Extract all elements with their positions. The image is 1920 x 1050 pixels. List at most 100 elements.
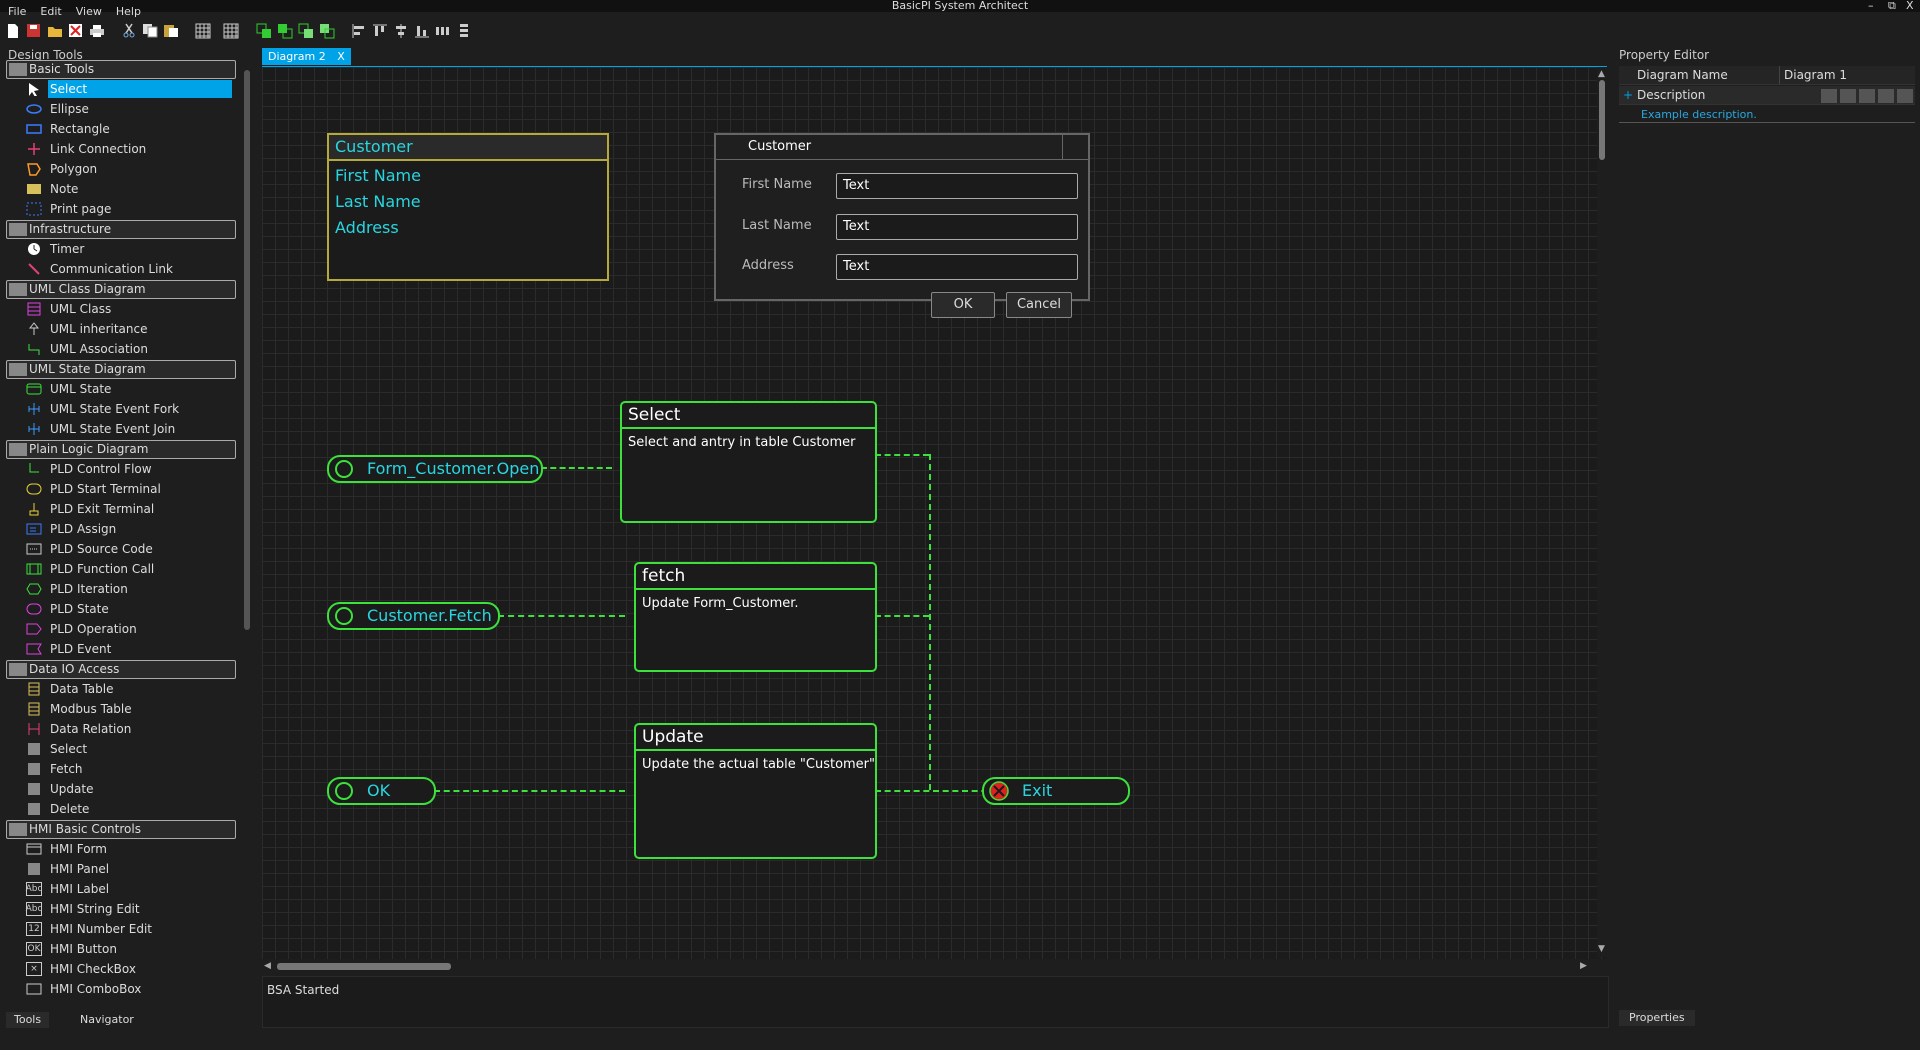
scroll-down-icon[interactable]: ▼ [1598,944,1605,954]
left-panel-scrollbar[interactable] [244,70,250,630]
event-customer-fetch[interactable]: Customer.Fetch [327,602,500,630]
align-top-icon[interactable] [371,22,388,39]
copy-icon[interactable] [141,22,158,39]
format-button-icon[interactable] [1859,89,1875,103]
tool-item[interactable]: Select [24,80,234,98]
new-file-icon[interactable] [4,22,21,39]
property-value[interactable]: Diagram 1 [1779,66,1847,84]
format-button-icon[interactable] [1840,89,1856,103]
group-toggle-icon[interactable] [9,363,27,376]
tool-item[interactable]: HMI Form [24,840,234,858]
canvas-vertical-scrollbar[interactable] [1597,67,1607,957]
tool-item[interactable]: Note [24,180,234,198]
form-cancel-button[interactable]: Cancel [1006,292,1072,318]
tool-group-header[interactable]: UML State Diagram [6,360,236,379]
form-ok-button[interactable]: OK [931,292,995,318]
tool-item[interactable]: HMI ComboBox [24,980,234,998]
tool-item[interactable]: PLD Function Call [24,560,234,578]
tool-item[interactable]: Delete [24,800,234,818]
tool-item[interactable]: UML State [24,380,234,398]
cut-icon[interactable] [120,22,137,39]
menu-view[interactable]: View [75,5,102,18]
tool-item[interactable]: Print page [24,200,234,218]
bring-front-icon[interactable] [255,22,272,39]
align-center-icon[interactable] [392,22,409,39]
group-toggle-icon[interactable] [9,443,27,456]
scroll-up-icon[interactable]: ▲ [1598,69,1605,79]
tool-item[interactable]: HMI Panel [24,860,234,878]
format-button-icon[interactable] [1821,89,1837,103]
tool-item[interactable]: PLD Iteration [24,580,234,598]
tool-item[interactable]: Fetch [24,760,234,778]
maximize-button[interactable]: ⧉ [1888,0,1896,12]
tool-item[interactable]: Select [24,740,234,758]
tab-diagram-2[interactable]: Diagram 2 X [262,48,351,65]
tool-group-header[interactable]: Data IO Access [6,660,236,679]
close-window-button[interactable]: X [1906,0,1914,12]
tool-item[interactable]: UML Association [24,340,234,358]
snap-grid-icon[interactable] [222,22,239,39]
tool-item[interactable]: Communication Link [24,260,234,278]
menu-file[interactable]: File [8,5,27,18]
tool-item[interactable]: PLD Operation [24,620,234,638]
tool-item[interactable]: Data Table [24,680,234,698]
group-toggle-icon[interactable] [9,283,27,296]
align-left-icon[interactable] [350,22,367,39]
close-tab-icon[interactable]: X [337,50,345,63]
customer-entity[interactable]: Customer First Name Last Name Address [327,133,609,281]
tool-item[interactable]: Link Connection [24,140,234,158]
tool-item[interactable]: UML State Event Fork [24,400,234,418]
diagram-canvas[interactable]: Customer First Name Last Name Address Cu… [262,67,1607,959]
scroll-right-icon[interactable]: ▶ [1580,961,1587,971]
distribute-vertical-icon[interactable] [455,22,472,39]
group-toggle-icon[interactable] [9,823,27,836]
close-file-icon[interactable] [67,22,84,39]
tab-properties[interactable]: Properties [1619,1010,1695,1026]
format-button-icon[interactable] [1878,89,1894,103]
tool-group-header[interactable]: UML Class Diagram [6,280,236,299]
tool-item[interactable]: Timer [24,240,234,258]
align-bottom-icon[interactable] [413,22,430,39]
exit-terminal[interactable]: Exit [982,777,1130,805]
save-icon[interactable] [25,22,42,39]
tool-item[interactable]: Rectangle [24,120,234,138]
menu-edit[interactable]: Edit [40,5,62,18]
tool-item[interactable]: PLD Control Flow [24,460,234,478]
tool-item[interactable]: PLD Exit Terminal [24,500,234,518]
backward-icon[interactable] [318,22,335,39]
paste-icon[interactable] [162,22,179,39]
tab-tools[interactable]: Tools [6,1012,50,1028]
state-update[interactable]: Update Update the actual table "Customer… [634,723,877,859]
canvas-horizontal-thumb[interactable] [277,963,451,970]
group-toggle-icon[interactable] [9,63,27,76]
property-row-description[interactable]: + Description [1619,86,1915,105]
state-fetch[interactable]: fetch Update Form_Customer. [634,562,877,672]
tool-group-header[interactable]: Basic Tools [6,60,236,79]
tool-item[interactable]: PLD Event [24,640,234,658]
send-back-icon[interactable] [276,22,293,39]
tool-item[interactable]: UML inheritance [24,320,234,338]
grid-icon[interactable] [194,22,211,39]
forward-icon[interactable] [297,22,314,39]
event-ok[interactable]: OK [327,777,436,805]
first-name-field[interactable]: Text [836,173,1078,199]
form-close-box[interactable] [1062,135,1089,159]
tool-item[interactable]: PLD Assign [24,520,234,538]
tool-item[interactable]: Polygon [24,160,234,178]
tool-item[interactable]: Ellipse [24,100,234,118]
tab-navigator[interactable]: Navigator [80,1013,134,1026]
tool-item[interactable]: UML Class [24,300,234,318]
format-button-icon[interactable] [1897,89,1913,103]
group-toggle-icon[interactable] [9,663,27,676]
tool-item[interactable]: ×HMI CheckBox [24,960,234,978]
print-icon[interactable] [88,22,105,39]
tool-group-header[interactable]: Infrastructure [6,220,236,239]
minimize-button[interactable]: – [1868,0,1874,12]
group-toggle-icon[interactable] [9,223,27,236]
tool-item[interactable]: PLD State [24,600,234,618]
tool-item[interactable]: Update [24,780,234,798]
canvas-vertical-thumb[interactable] [1599,80,1605,160]
